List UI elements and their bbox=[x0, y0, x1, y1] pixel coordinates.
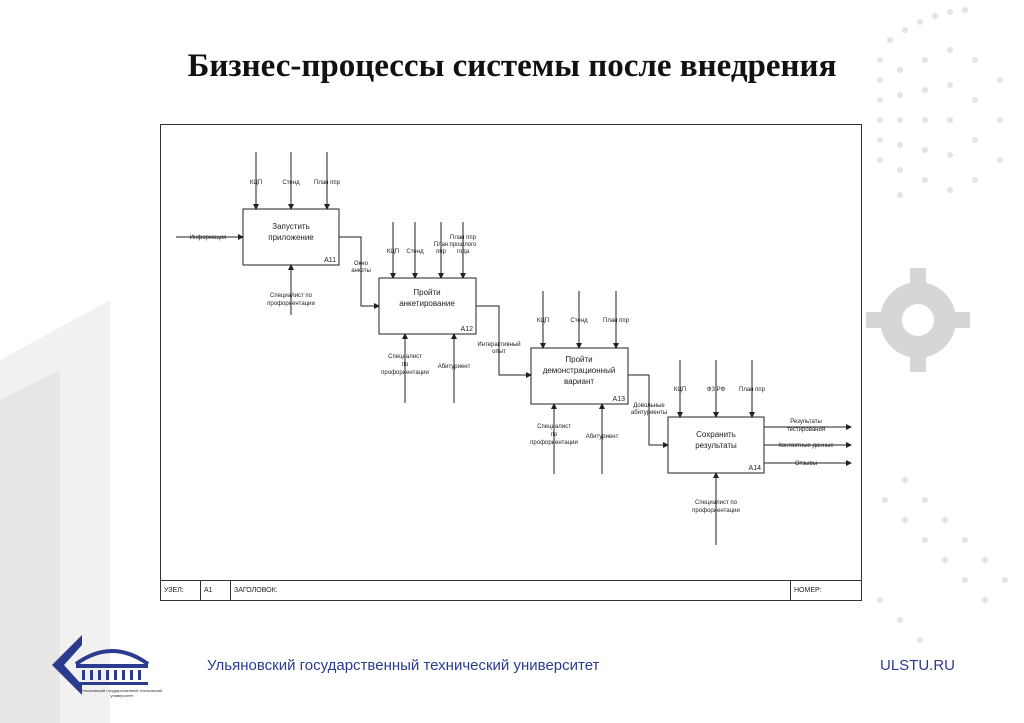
label-spec-a12-1: Специалист bbox=[388, 354, 422, 360]
box-a11-label-1: Запустить bbox=[272, 222, 310, 231]
footer-title-label: ЗАГОЛОВОК: bbox=[231, 581, 791, 601]
footer-number-label: НОМЕР: bbox=[794, 587, 822, 594]
label-kcp-a13: КЦП bbox=[537, 318, 549, 324]
label-plan-a12-2: ппр bbox=[436, 249, 446, 255]
label-plan-prev-1: План ппр bbox=[450, 235, 477, 241]
label-stend-a11: Стенд bbox=[282, 180, 300, 186]
label-stend-a13: Стенд bbox=[570, 318, 588, 324]
process-box-a11 bbox=[242, 208, 340, 266]
logo-caption: Ульяновский государственный технический … bbox=[81, 688, 163, 698]
label-info: Информация bbox=[190, 235, 227, 241]
label-fz-a14: ФЗ РФ bbox=[707, 387, 726, 393]
label-plan-prev-3: года bbox=[457, 249, 470, 255]
label-abit-a12: Абитуриент bbox=[438, 364, 471, 370]
label-res-2: тестирования bbox=[787, 427, 825, 433]
footer-node-value: А1 bbox=[201, 581, 231, 601]
box-a13-code: А13 bbox=[613, 396, 626, 403]
label-spec-a12-2: по bbox=[402, 362, 409, 368]
label-okno-1: Окно bbox=[354, 261, 369, 267]
footer-node-label: УЗЕЛ: bbox=[161, 581, 201, 601]
label-reviews: Отзывы bbox=[795, 461, 817, 467]
label-spec-a12-3: профориентации bbox=[381, 370, 429, 376]
label-contacts: Контактные данные bbox=[778, 443, 834, 449]
box-a11-label-2: приложение bbox=[268, 233, 314, 242]
site-link[interactable]: ULSTU.RU bbox=[880, 657, 956, 674]
box-a14-label-1: Сохранить bbox=[696, 430, 736, 439]
label-spec-a13-3: профориентации bbox=[530, 440, 578, 446]
label-spec-a11-2: профориентации bbox=[267, 301, 315, 307]
label-res-1: Результаты bbox=[790, 419, 822, 425]
label-plan-a12-1: План bbox=[434, 242, 448, 248]
box-a14-label-2: результаты bbox=[695, 441, 737, 450]
diagram-footer: УЗЕЛ: А1 ЗАГОЛОВОК: НОМЕР: bbox=[161, 580, 861, 601]
slide-title: Бизнес-процессы системы после внедрения bbox=[187, 48, 837, 84]
label-plan-a14: План ппр bbox=[739, 387, 766, 393]
label-plan-a11: План ппр bbox=[314, 180, 341, 186]
label-spec-a11-1: Специалист по bbox=[270, 293, 313, 299]
label-spec-a13-2: по bbox=[551, 432, 558, 438]
box-a14-code: А14 bbox=[749, 465, 762, 472]
university-logo bbox=[52, 635, 150, 695]
box-a12-code: А12 bbox=[461, 326, 474, 333]
label-plan-prev-2: прошлого bbox=[449, 242, 477, 248]
label-kcp-a14: КЦП bbox=[674, 387, 686, 393]
box-a13-label-1: Пройти bbox=[565, 355, 592, 364]
box-a11-code: А11 bbox=[324, 257, 336, 264]
label-inter-2: опыт bbox=[492, 349, 506, 355]
label-spec-a13-1: Специалист bbox=[537, 424, 571, 430]
idef0-diagram: Запустить приложение Пройти анкетировани… bbox=[160, 124, 862, 601]
label-dov-2: абитуриенты bbox=[631, 410, 667, 416]
box-a13-label-2: демонстрационный bbox=[543, 366, 616, 375]
process-box-a13 bbox=[530, 347, 629, 405]
label-abit-a13: Абитуриент bbox=[586, 434, 619, 440]
label-okno-2: анкеты bbox=[351, 268, 371, 274]
label-spec-a14-1: Специалист по bbox=[695, 500, 738, 506]
label-spec-a14-2: профориентации bbox=[692, 508, 740, 514]
box-a12-label-2: анкетирование bbox=[399, 299, 455, 308]
university-name: Ульяновский государственный технический … bbox=[207, 657, 600, 674]
box-a13-label-3: вариант bbox=[564, 377, 594, 386]
label-kcp-a12: КЦП bbox=[387, 249, 399, 255]
label-plan-a13: План ппр bbox=[603, 318, 630, 324]
label-stend-a12: Стенд bbox=[406, 249, 424, 255]
box-a12-label-1: Пройти bbox=[413, 288, 440, 297]
label-dov-1: Довольные bbox=[633, 403, 665, 409]
label-kcp-a11: КЦП bbox=[250, 180, 262, 186]
label-inter-1: Интерактивный bbox=[477, 341, 520, 348]
